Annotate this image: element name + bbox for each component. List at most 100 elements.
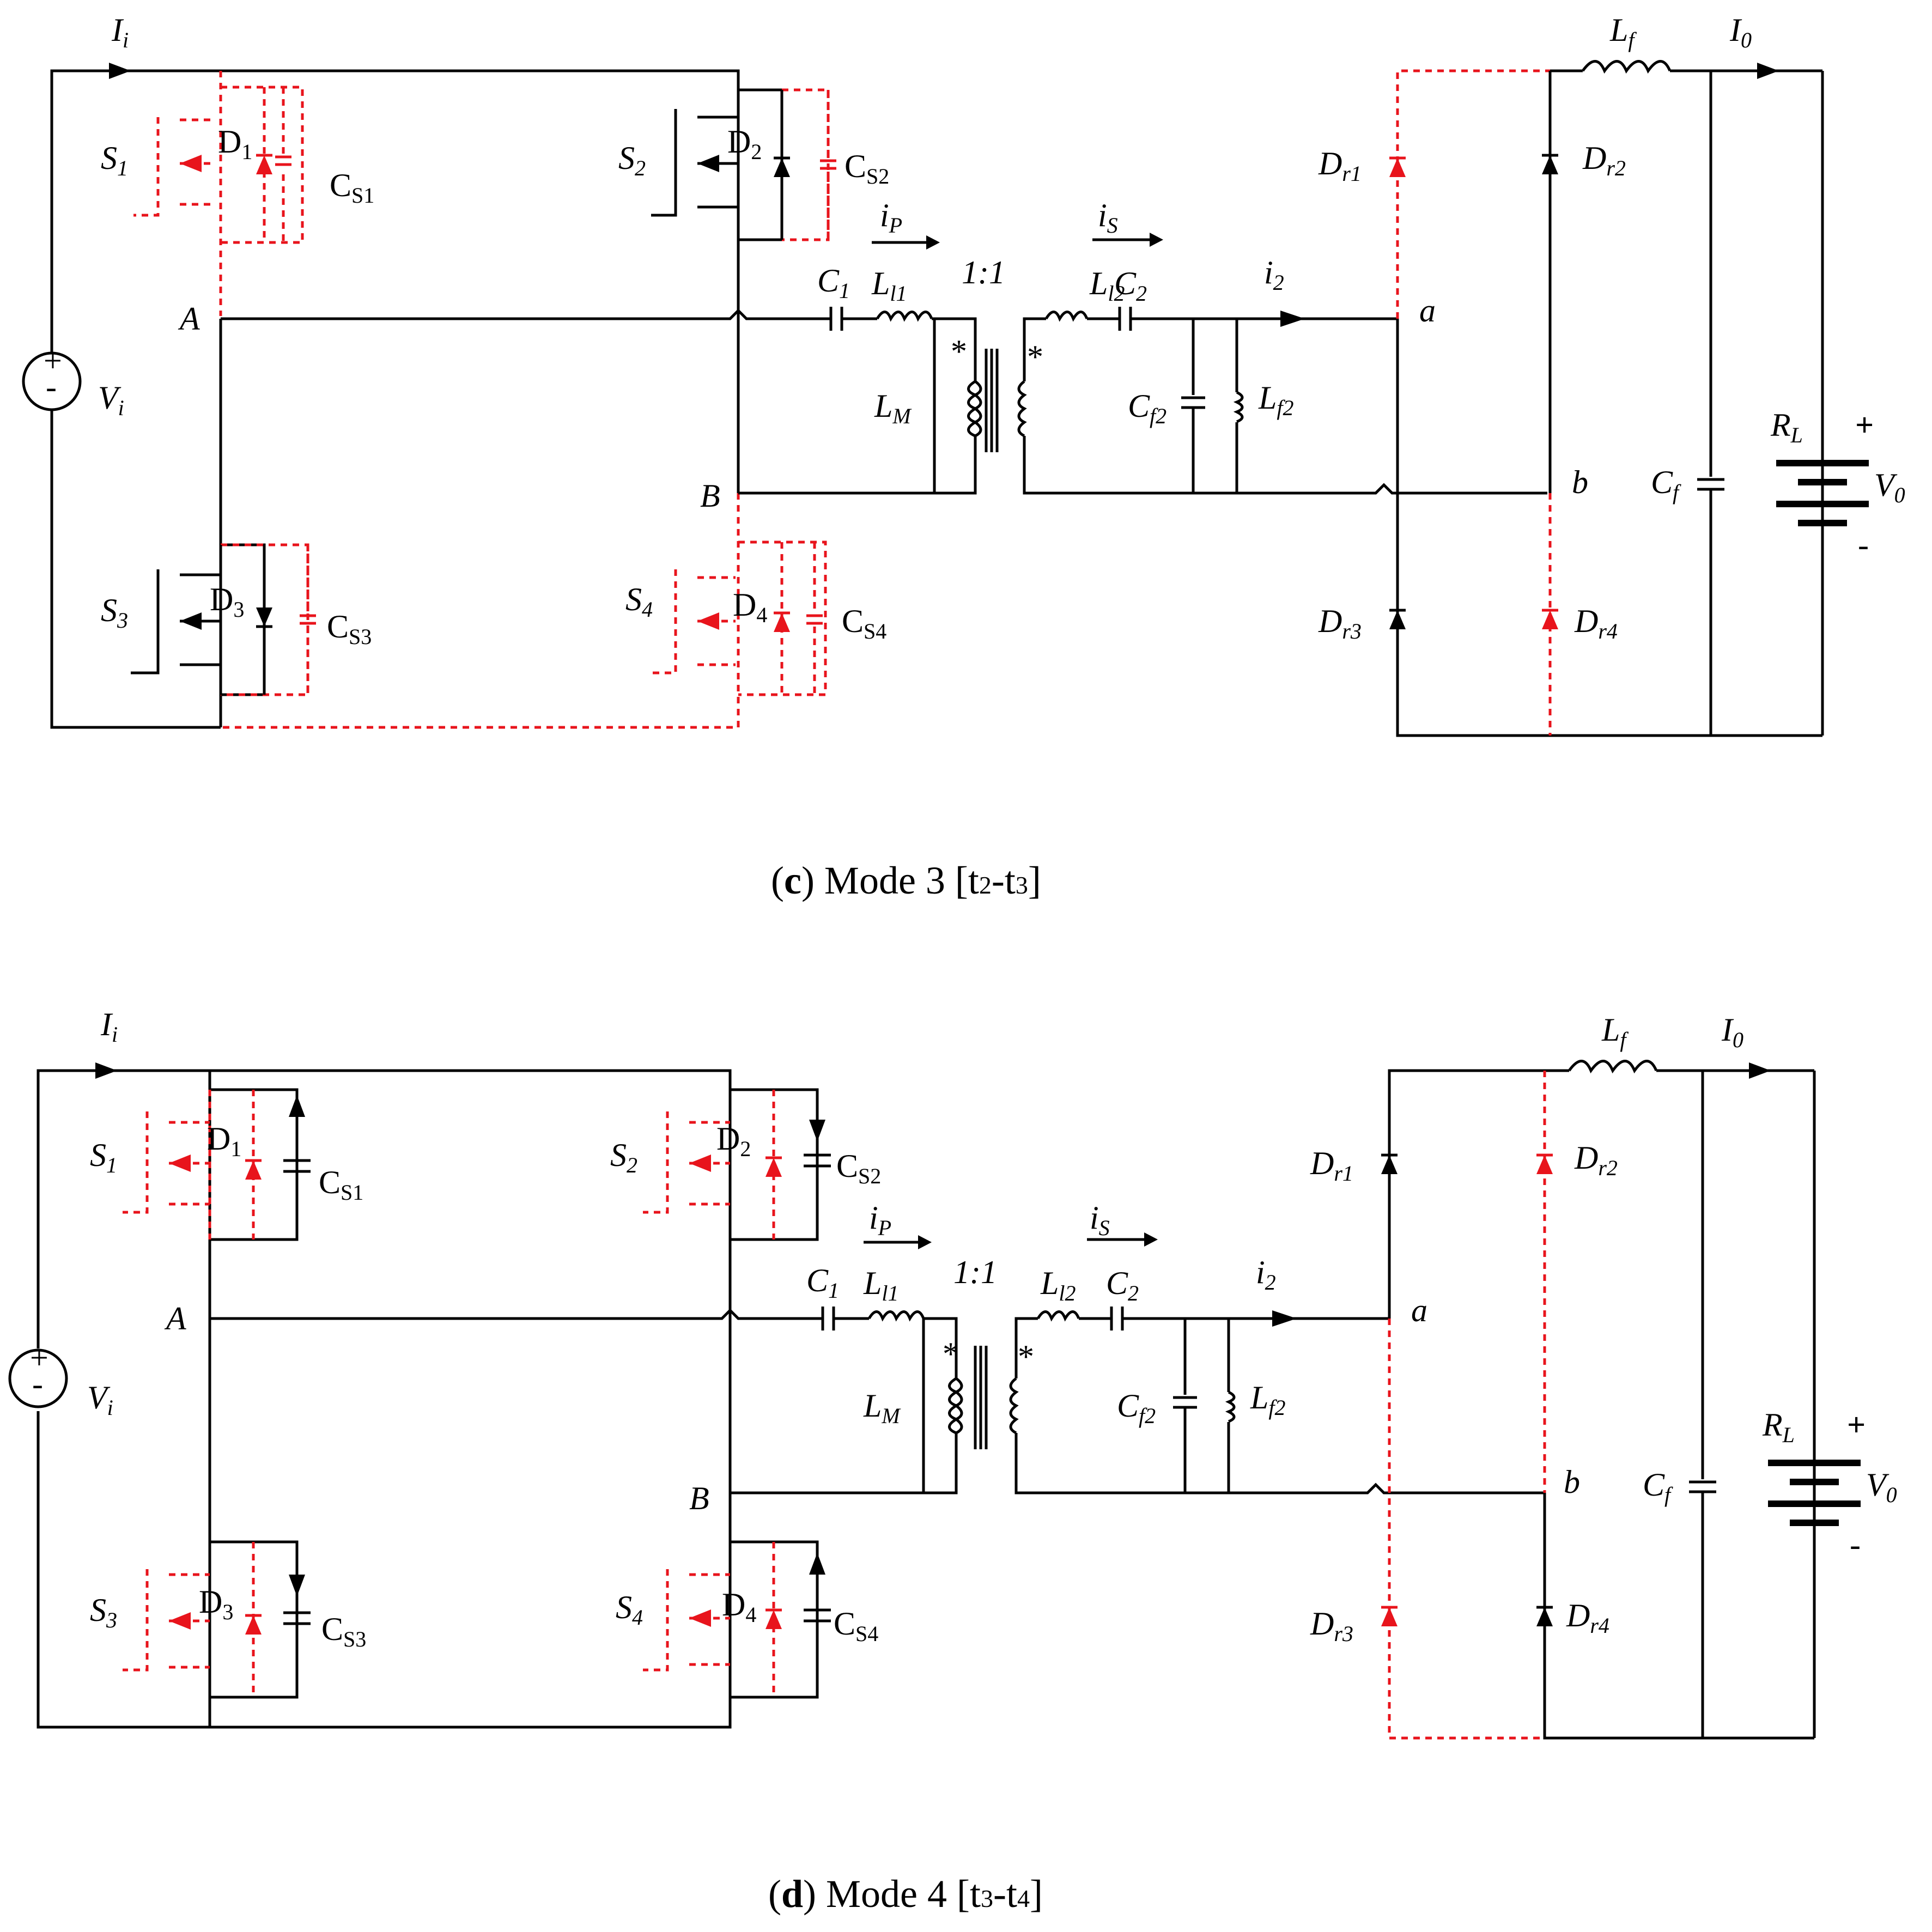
- source-plus-d: +: [30, 1340, 48, 1376]
- label-lf: Lf: [1609, 12, 1637, 52]
- ii-arrow: [109, 63, 131, 79]
- node-a-lower-d: a: [1411, 1292, 1427, 1328]
- label-cs1: CS1: [330, 167, 374, 208]
- node-b-lower: b: [1572, 464, 1588, 500]
- caption-c: (c) Mode 3 [t2-t3]: [771, 859, 1041, 902]
- caption-d: (d) Mode 4 [t3-t4]: [768, 1872, 1043, 1916]
- label-dr4: Dr4: [1574, 603, 1618, 643]
- switch-s4-d: [643, 1540, 831, 1699]
- label-cs4: CS4: [842, 603, 886, 643]
- label-ip-d: iP: [869, 1200, 891, 1240]
- primary-resonant-tank: [221, 307, 979, 495]
- label-dr2: Dr2: [1582, 140, 1626, 180]
- label-d3: D3: [210, 581, 244, 622]
- label-cs3-d: CS3: [321, 1611, 366, 1651]
- load-plus: +: [1855, 407, 1874, 443]
- transformer: [973, 349, 1027, 452]
- switch-s3-d: [123, 1540, 311, 1699]
- label-i0-d: I0: [1721, 1012, 1743, 1052]
- turns-ratio-d: 1:1: [953, 1254, 997, 1290]
- label-dr1-d: Dr1: [1310, 1145, 1353, 1186]
- label-s4: S4: [625, 581, 653, 622]
- secondary-resonant-tank-d: [1014, 1307, 1545, 1494]
- switch-s4-off: [221, 493, 827, 729]
- label-ii-d: Ii: [100, 1006, 118, 1047]
- load-battery-d: [1768, 1460, 1861, 1526]
- label-cs3: CS3: [327, 609, 372, 649]
- label-vi: Vi: [98, 380, 124, 420]
- label-c2-d: C2: [1106, 1265, 1139, 1305]
- label-ll1: Ll1: [871, 265, 907, 306]
- label-ip: iP: [880, 197, 902, 238]
- label-cf2: Cf2: [1128, 388, 1167, 428]
- node-b-upper-d: B: [689, 1480, 709, 1516]
- load-minus: -: [1858, 527, 1869, 563]
- label-vi-d: Vi: [87, 1380, 113, 1420]
- load-minus-d: -: [1850, 1527, 1861, 1563]
- source-minus: -: [46, 369, 57, 405]
- label-lm-d: LM: [863, 1388, 901, 1428]
- label-c2: C2: [1114, 265, 1147, 306]
- secondary-dot-d: *: [1018, 1339, 1034, 1375]
- label-cs2: CS2: [845, 148, 889, 189]
- label-ii: Ii: [111, 12, 129, 52]
- label-i0: I0: [1729, 12, 1752, 52]
- panel-mode-3: + - Ii Vi S1 D1 CS1 A: [22, 12, 1905, 902]
- label-dr2-d: Dr2: [1574, 1140, 1618, 1180]
- label-cf-d: Cf: [1643, 1467, 1673, 1507]
- label-cs2-d: CS2: [836, 1148, 881, 1188]
- label-dr4-d: Dr4: [1566, 1597, 1609, 1638]
- label-i2-d: i2: [1256, 1254, 1276, 1295]
- label-v0-d: V0: [1866, 1467, 1897, 1507]
- load-plus-d: +: [1847, 1407, 1866, 1443]
- switch-s1-off: [133, 71, 304, 316]
- label-i2: i2: [1264, 254, 1284, 295]
- label-cf2-d: Cf2: [1117, 1388, 1156, 1428]
- label-d2-d: D2: [716, 1121, 751, 1161]
- label-rl: RL: [1770, 407, 1803, 447]
- node-a-lower: a: [1419, 293, 1436, 329]
- label-lm: LM: [874, 388, 912, 428]
- source-minus-d: -: [32, 1366, 43, 1402]
- label-s1-d: S1: [90, 1137, 117, 1177]
- label-is-d: iS: [1090, 1200, 1110, 1240]
- switch-s2-on: [651, 71, 836, 493]
- label-s4-d: S4: [616, 1589, 643, 1630]
- input-voltage-source-d: + -: [8, 1340, 68, 1408]
- label-d4-d: D4: [722, 1587, 756, 1627]
- label-v0: V0: [1874, 467, 1905, 507]
- label-dr3-d: Dr3: [1310, 1606, 1353, 1646]
- primary-dot-d: *: [943, 1336, 959, 1372]
- transformer-d: [953, 1346, 1019, 1449]
- rectifier-bridge: [1389, 69, 1711, 737]
- source-plus: +: [44, 343, 62, 379]
- label-d2: D2: [727, 124, 762, 164]
- label-s3-d: S3: [90, 1592, 117, 1632]
- label-lf2-d: Lf2: [1250, 1380, 1286, 1420]
- load-battery: [1776, 460, 1869, 526]
- label-dr1: Dr1: [1318, 145, 1362, 186]
- input-voltage-source: + -: [22, 343, 82, 411]
- output-filter-d: [1568, 1060, 1816, 1738]
- switch-s3-on: [131, 543, 316, 696]
- label-rl-d: RL: [1762, 1407, 1795, 1447]
- node-b-lower-d: b: [1564, 1464, 1580, 1500]
- label-lf2: Lf2: [1258, 380, 1294, 420]
- output-filter: [1581, 60, 1824, 737]
- label-lf-d: Lf: [1601, 1012, 1629, 1052]
- label-s1: S1: [101, 140, 128, 180]
- panel-mode-4: + - Ii Vi S1 D1 CS1 A: [8, 1006, 1897, 1916]
- label-d1-d: D1: [207, 1121, 241, 1161]
- label-c1-d: C1: [806, 1262, 839, 1303]
- node-a-upper: A: [178, 301, 200, 337]
- turns-ratio: 1:1: [962, 254, 1005, 290]
- label-s3: S3: [101, 592, 128, 633]
- node-a-upper-d: A: [164, 1301, 186, 1336]
- secondary-dot: *: [1027, 339, 1043, 375]
- secondary-resonant-tank: [1023, 307, 1547, 495]
- label-ll1-d: Ll1: [863, 1265, 899, 1305]
- label-c1: C1: [817, 263, 850, 303]
- label-ll2: Ll2: [1089, 265, 1125, 306]
- label-s2-d: S2: [610, 1137, 637, 1177]
